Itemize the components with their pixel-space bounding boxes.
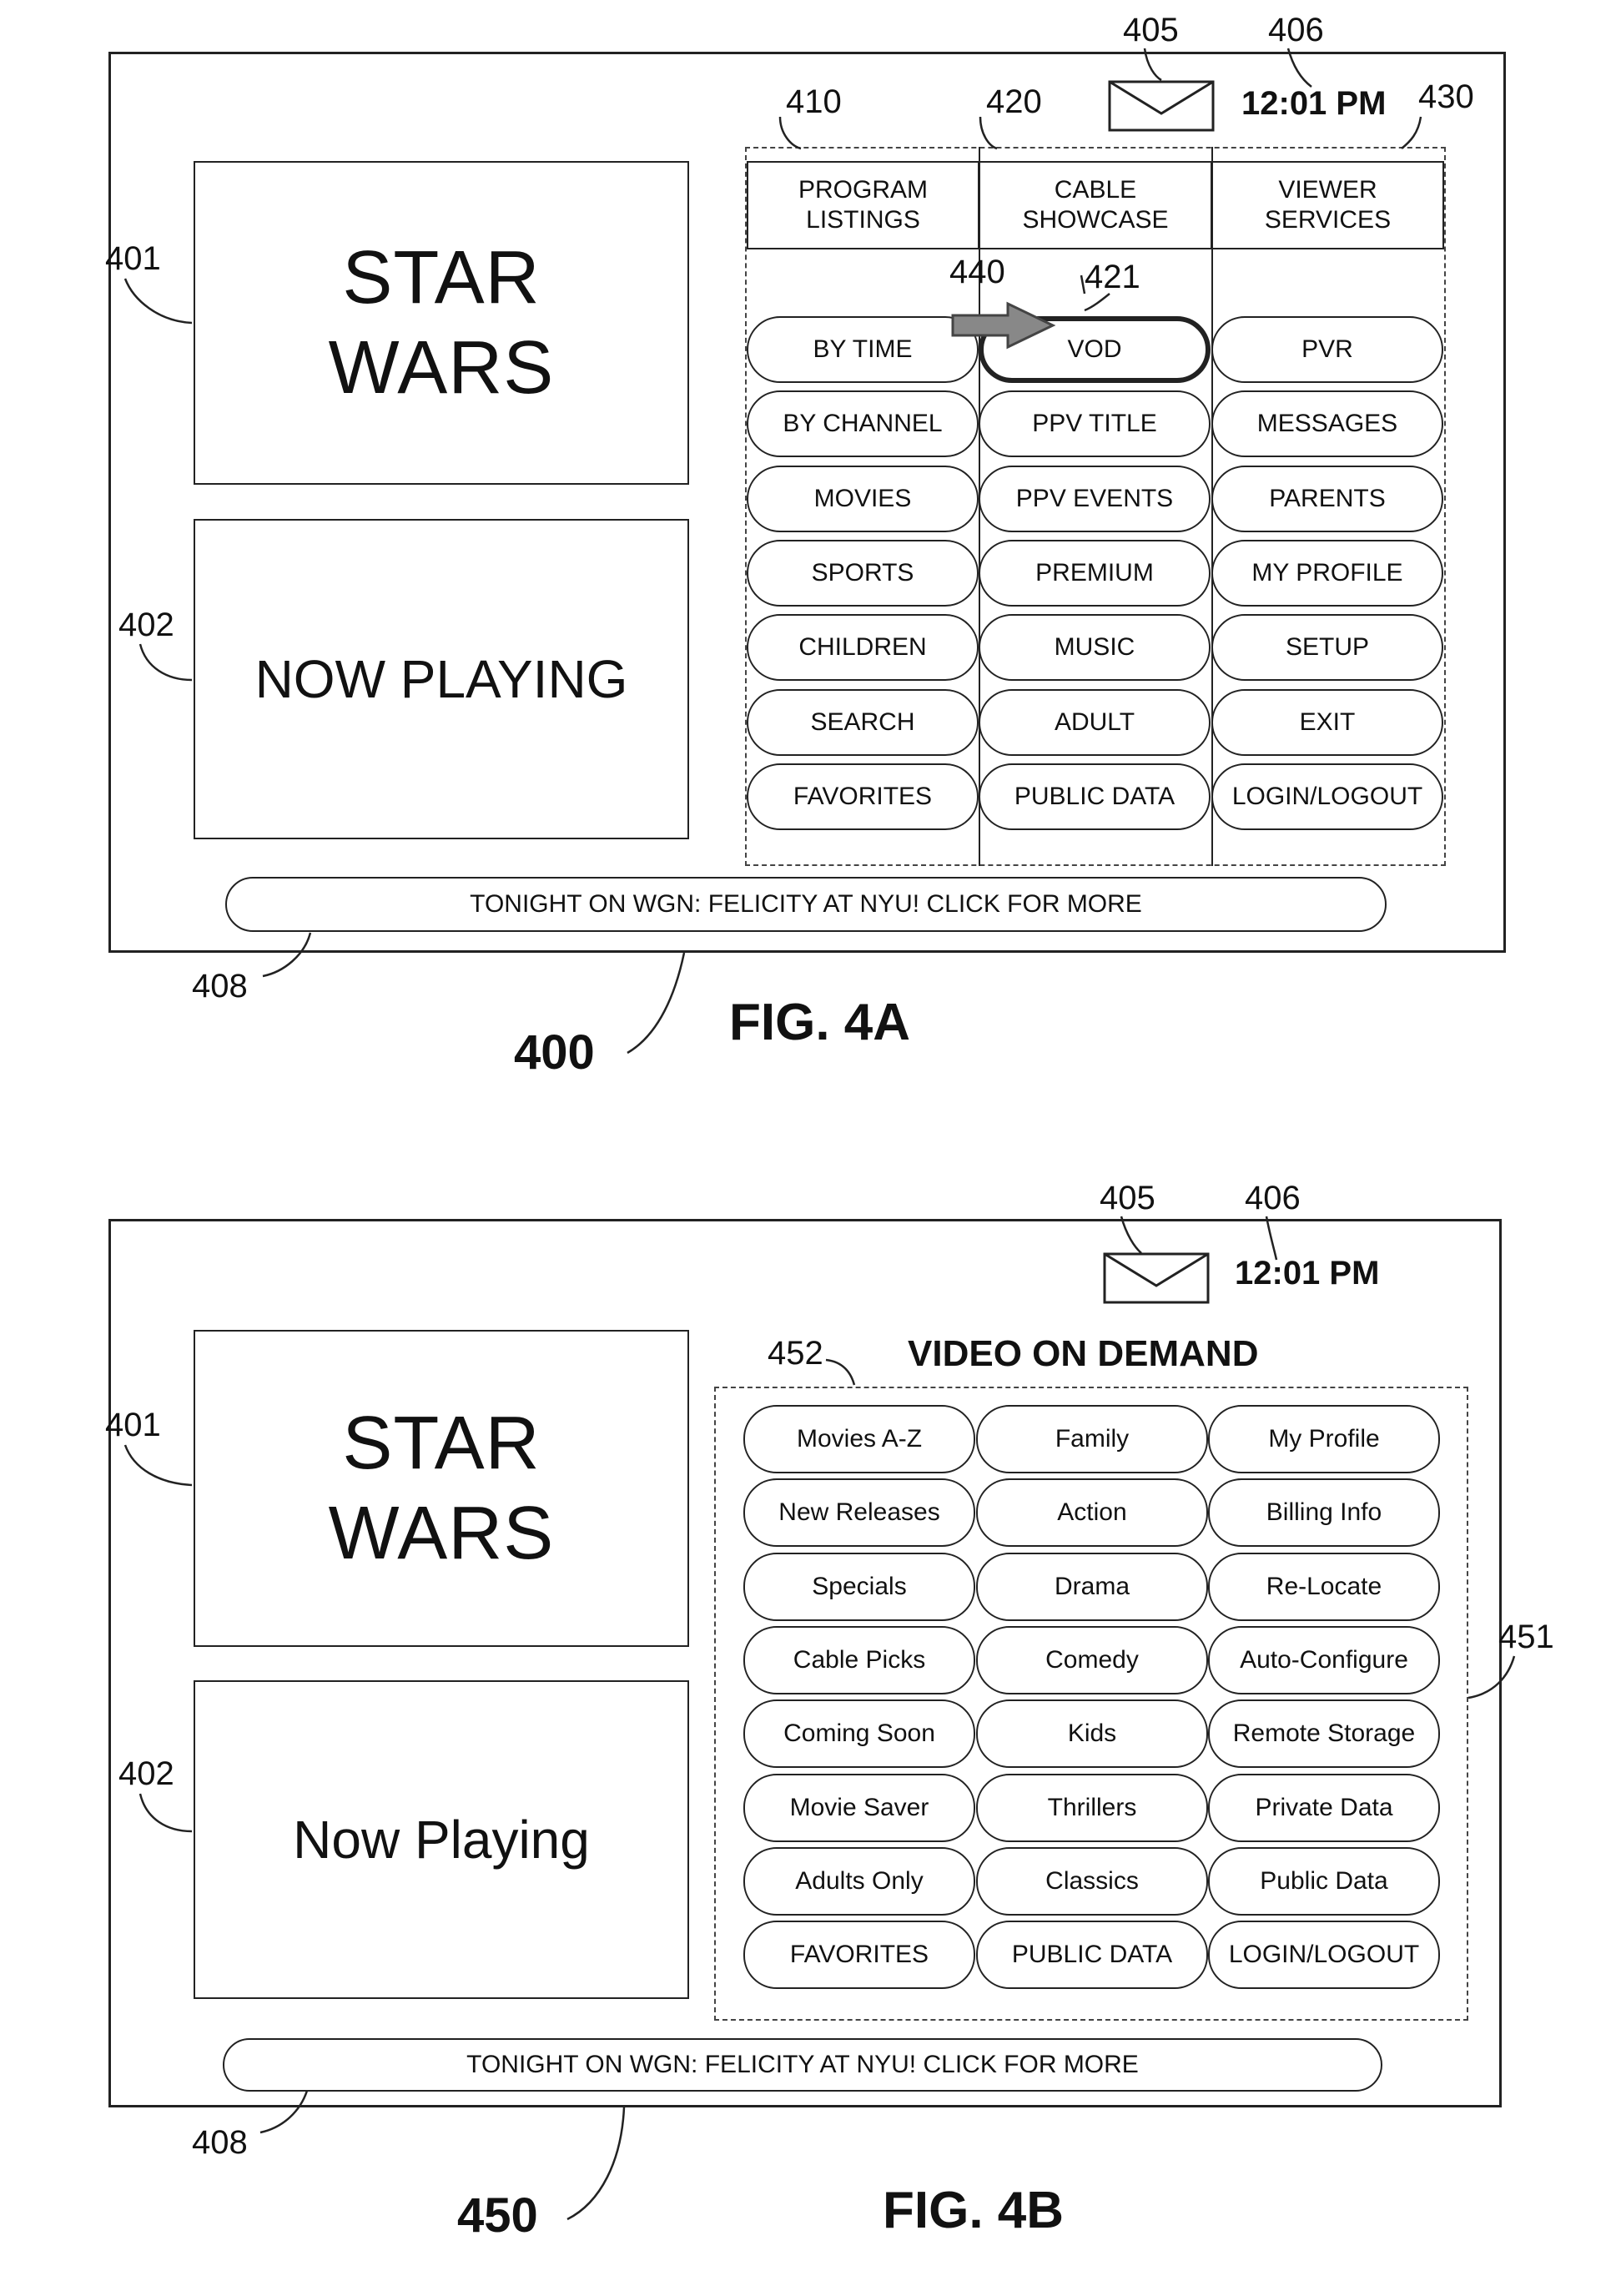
leader-lines bbox=[0, 0, 1616, 2296]
